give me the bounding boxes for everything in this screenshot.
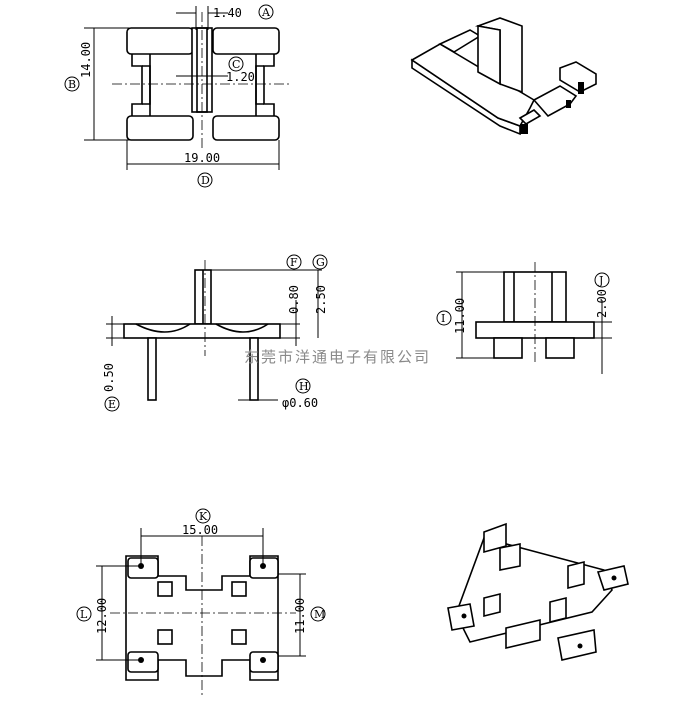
label-f: F xyxy=(286,254,302,270)
label-l: L xyxy=(76,606,92,622)
svg-text:D: D xyxy=(201,174,210,187)
company-watermark: 东莞市洋通电子有限公司 xyxy=(244,348,431,366)
label-k: K xyxy=(195,508,211,524)
dim-d: 19.00 xyxy=(184,151,220,165)
svg-text:M: M xyxy=(314,608,325,621)
svg-text:E: E xyxy=(108,398,116,411)
svg-text:J: J xyxy=(598,274,603,287)
svg-text:A: A xyxy=(261,6,271,19)
top-view xyxy=(84,6,292,170)
side-view xyxy=(456,262,612,374)
label-i: I xyxy=(436,310,452,326)
svg-text:F: F xyxy=(290,256,298,269)
dim-e: 0.50 xyxy=(102,363,116,392)
svg-text:B: B xyxy=(68,78,76,91)
label-d: D xyxy=(197,172,213,188)
label-b: B xyxy=(64,76,80,92)
label-j: J xyxy=(594,272,610,288)
dim-h: φ0.60 xyxy=(282,396,318,410)
isometric-view-bottom xyxy=(447,522,629,661)
label-c: C xyxy=(228,56,244,72)
bottom-view xyxy=(96,528,306,696)
label-e: E xyxy=(104,396,120,412)
label-g: G xyxy=(312,254,328,270)
dim-g: 2.50 xyxy=(314,285,328,314)
svg-text:C: C xyxy=(232,58,240,71)
svg-text:L: L xyxy=(80,608,88,621)
svg-text:G: G xyxy=(316,256,325,269)
svg-text:I: I xyxy=(441,312,445,325)
svg-text:K: K xyxy=(199,510,208,523)
dim-b: 14.00 xyxy=(79,42,93,78)
dim-j: 2.00 xyxy=(595,289,609,318)
isometric-view-top xyxy=(410,17,597,136)
dim-c: 1.20 xyxy=(226,70,255,84)
dim-a: 1.40 xyxy=(213,6,242,20)
label-a: A xyxy=(258,4,274,20)
dim-l: 12.00 xyxy=(95,598,109,634)
dim-m: 11.00 xyxy=(293,598,307,634)
dim-f: 0.80 xyxy=(287,285,301,314)
label-h: H xyxy=(295,378,311,394)
dim-i: 11.00 xyxy=(453,298,467,334)
svg-text:H: H xyxy=(299,380,309,393)
dim-k: 15.00 xyxy=(182,523,218,537)
front-view xyxy=(106,260,322,401)
label-m: M xyxy=(310,606,326,622)
